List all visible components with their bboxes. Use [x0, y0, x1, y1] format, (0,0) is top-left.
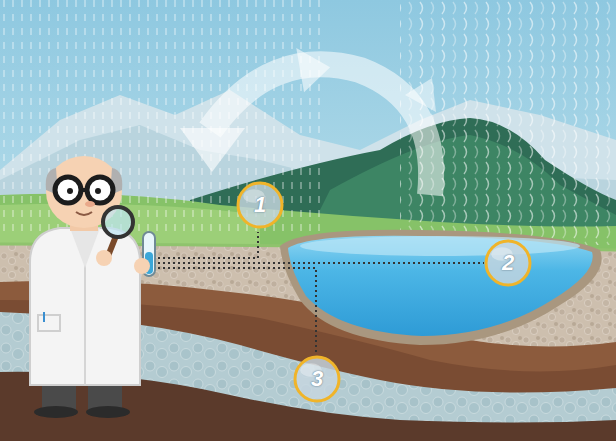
callout-number: 2 [484, 239, 532, 287]
scientist-figure [30, 156, 155, 418]
callout-circle: 1 [236, 181, 284, 229]
callout-number: 1 [236, 181, 284, 229]
callout-number: 3 [293, 355, 341, 403]
callout-circle: 2 [484, 239, 532, 287]
callout-circle: 3 [293, 355, 341, 403]
